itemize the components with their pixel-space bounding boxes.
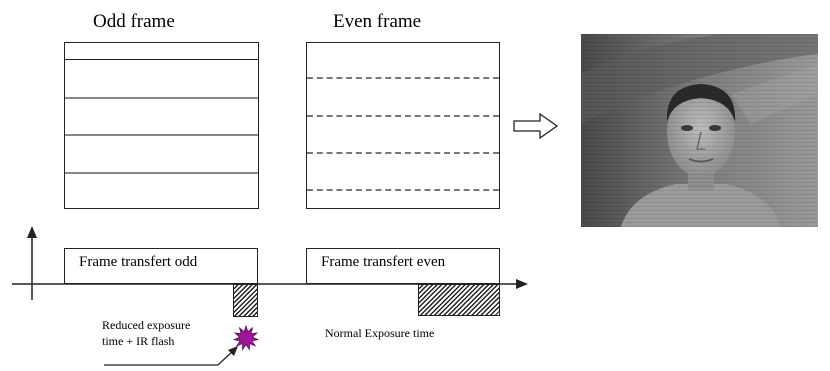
odd-frame-line	[65, 172, 258, 174]
even-frame-dashed-line	[307, 189, 499, 191]
frame-transfer-even-label: Frame transfert even	[321, 254, 446, 270]
reduced-exposure-line1: Reduced exposure	[102, 318, 191, 332]
odd-frame-line	[65, 97, 258, 99]
odd-frame-title: Odd frame	[93, 11, 175, 32]
frame-transfer-odd-label: Frame transfert odd	[79, 254, 198, 270]
odd-frame-top-line	[65, 59, 258, 60]
normal-exposure-block	[418, 284, 500, 316]
starburst-icon	[232, 324, 260, 351]
even-frame-dashed-line	[307, 152, 499, 154]
even-frame-box	[306, 42, 500, 209]
even-frame-dashed-line	[307, 115, 499, 117]
even-frame-dashed-line	[307, 77, 499, 79]
reduced-exposure-block	[233, 284, 258, 317]
odd-frame-line	[65, 134, 258, 136]
vertical-axis-arrow	[27, 226, 37, 300]
face-photo-drawing	[581, 34, 818, 227]
frame-transfer-odd-box: Frame transfert odd	[64, 248, 258, 284]
frame-transfer-even-box: Frame transfert even	[306, 248, 500, 284]
result-face-image	[581, 34, 818, 227]
odd-frame-box	[64, 42, 259, 209]
pointer-arrow	[104, 346, 238, 366]
reduced-exposure-line2: time + IR flash	[102, 334, 175, 349]
outline-arrow-right-icon	[513, 112, 559, 140]
reduced-exposure-label: Reduced exposure time + IR flash	[102, 317, 190, 349]
even-frame-title: Even frame	[333, 11, 422, 32]
normal-exposure-label: Normal Exposure time	[325, 326, 435, 340]
